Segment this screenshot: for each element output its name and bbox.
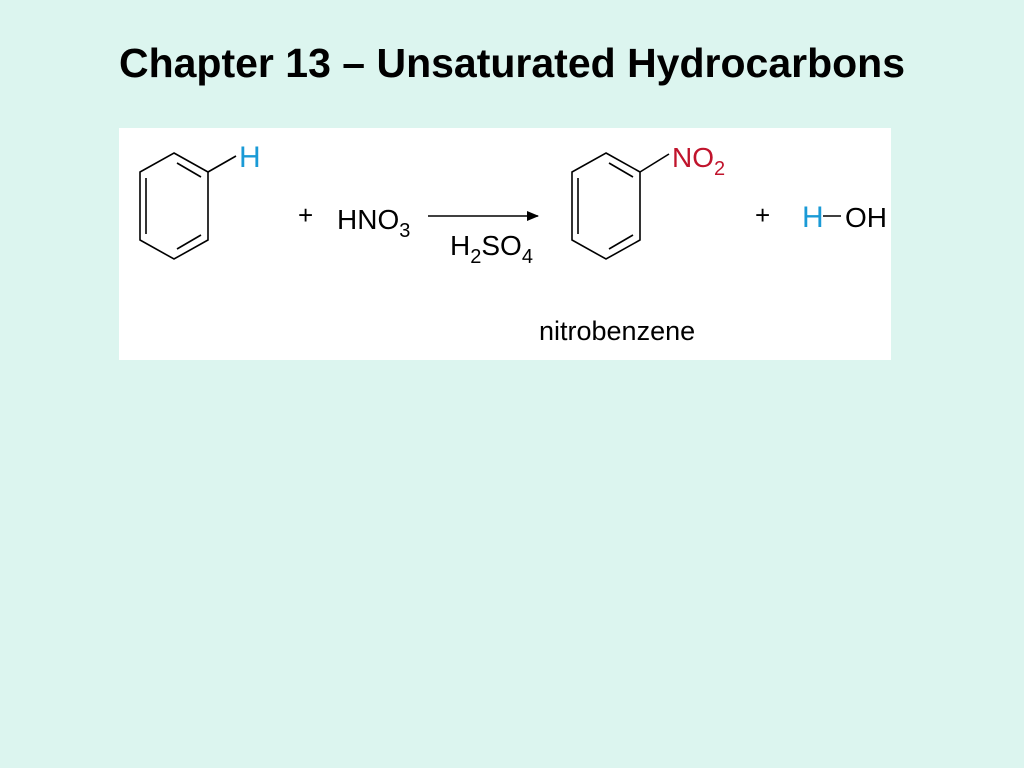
reaction-scheme: H + HNO3 H2SO4 NO2 nitrobenzene + H OH bbox=[139, 141, 887, 346]
plus-sign-1: + bbox=[298, 200, 313, 230]
slide-title: Chapter 13 – Unsaturated Hydrocarbons bbox=[118, 40, 906, 86]
water-hydrogen-label: H bbox=[802, 201, 824, 234]
nitric-acid-label: HNO3 bbox=[337, 204, 410, 242]
reactant-hydrogen-label: H bbox=[239, 141, 261, 174]
benzene-reactant bbox=[139, 152, 237, 260]
hydroxyl-label: OH bbox=[845, 202, 887, 233]
product-name: nitrobenzene bbox=[539, 316, 695, 346]
double-bond-inner bbox=[176, 162, 202, 178]
catalyst-label: H2SO4 bbox=[450, 230, 533, 268]
double-bond-inner bbox=[608, 234, 634, 250]
reaction-diagram: H + HNO3 H2SO4 NO2 nitrobenzene + H OH bbox=[119, 128, 891, 360]
c-h-bond bbox=[207, 155, 237, 173]
nitrobenzene-product bbox=[571, 152, 670, 260]
benzene-ring bbox=[139, 152, 209, 260]
benzene-ring bbox=[571, 152, 641, 260]
double-bond-inner bbox=[608, 162, 634, 178]
plus-sign-2: + bbox=[755, 200, 770, 230]
nitro-group-label: NO2 bbox=[672, 142, 725, 180]
double-bond-inner bbox=[176, 234, 202, 250]
c-n-bond bbox=[639, 153, 670, 173]
